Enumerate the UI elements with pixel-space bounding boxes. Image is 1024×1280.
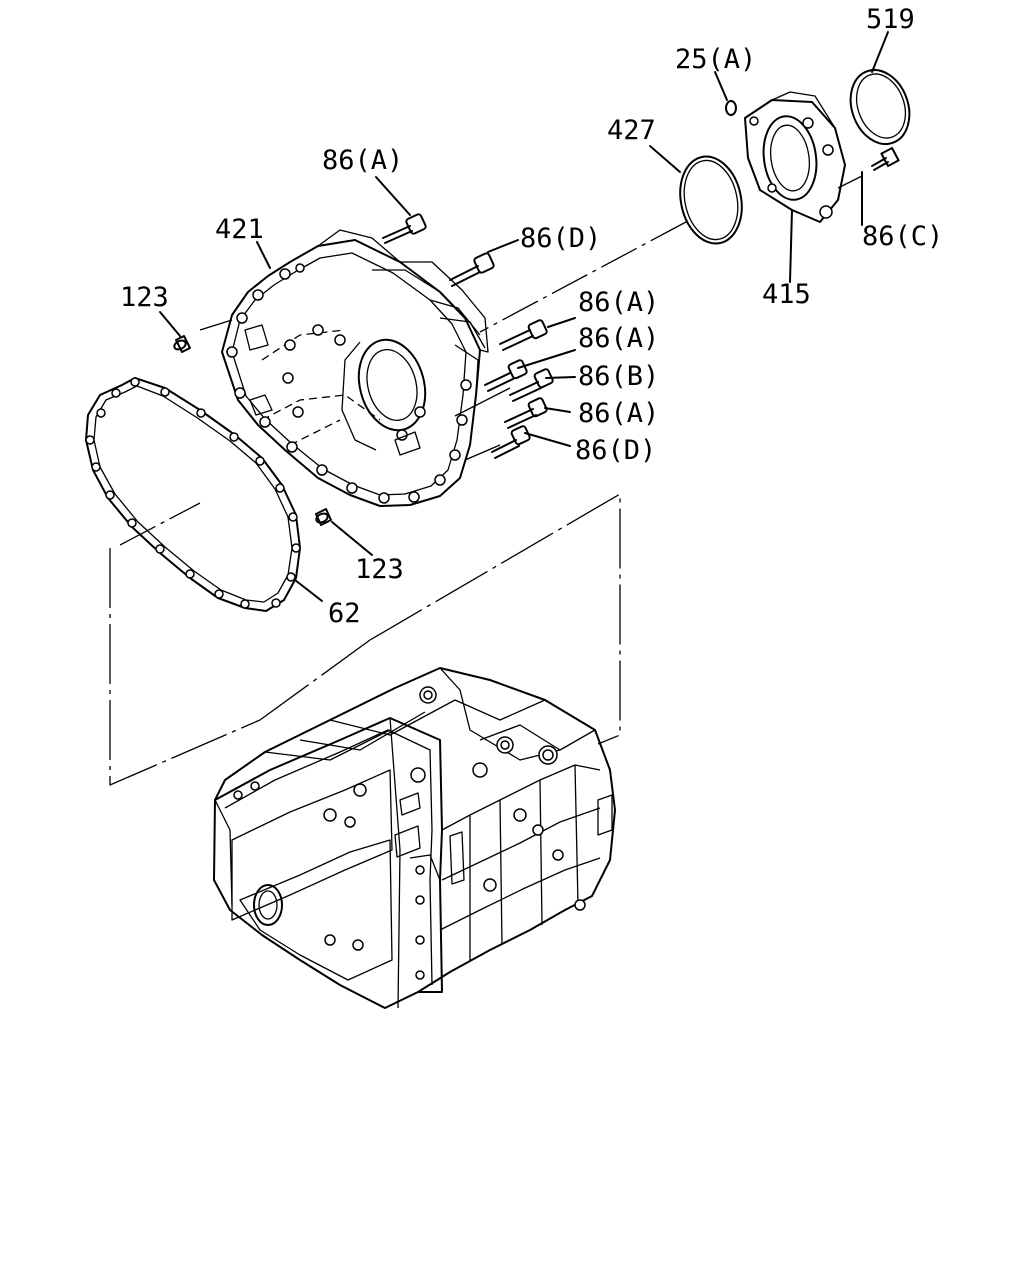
label-421: 421 bbox=[215, 214, 264, 245]
label-86a-top: 86(A) bbox=[322, 145, 403, 176]
bolt-86a-3 bbox=[504, 397, 548, 429]
label-25a: 25(A) bbox=[675, 44, 756, 75]
label-415: 415 bbox=[762, 279, 811, 310]
gasket-62 bbox=[85, 377, 301, 612]
gasket-bolt-holes bbox=[85, 377, 301, 609]
bolt-86a-1 bbox=[499, 319, 548, 351]
dowel-pin-123-bottom bbox=[315, 508, 332, 526]
dowel-pin-123-left bbox=[173, 335, 191, 353]
housing-bolt-holes bbox=[226, 263, 472, 504]
leader-lines bbox=[109, 31, 889, 786]
label-86d-2: 86(D) bbox=[575, 435, 656, 466]
seal-ring-519 bbox=[849, 69, 911, 145]
bolt-86a-2 bbox=[484, 359, 528, 392]
label-86d-top: 86(D) bbox=[520, 223, 601, 254]
label-86b: 86(B) bbox=[578, 361, 659, 392]
o-ring-25a bbox=[725, 100, 737, 116]
bolt-86c bbox=[871, 147, 900, 171]
o-ring-427 bbox=[679, 155, 743, 245]
case-bolt-holes bbox=[233, 686, 586, 980]
bolt-86d-top bbox=[449, 252, 495, 287]
bolt-86a-top bbox=[382, 213, 427, 244]
label-427: 427 bbox=[607, 115, 656, 146]
label-86c: 86(C) bbox=[862, 221, 943, 252]
clutch-housing-421 bbox=[221, 229, 489, 507]
label-62: 62 bbox=[328, 598, 361, 629]
transmission-case bbox=[213, 667, 616, 1009]
bolt-86d-2 bbox=[491, 425, 531, 459]
label-86a-2: 86(A) bbox=[578, 323, 659, 354]
label-86a-3: 86(A) bbox=[578, 398, 659, 429]
bolts bbox=[382, 213, 554, 459]
bolt-86b bbox=[509, 368, 554, 402]
label-123-bottom: 123 bbox=[355, 554, 404, 585]
part-labels: 519 25(A) 427 86(A) 421 86(D) 86(C) 415 … bbox=[120, 4, 943, 629]
label-86a-1: 86(A) bbox=[578, 287, 659, 318]
bearing-retainer-415 bbox=[744, 91, 846, 223]
label-123-left: 123 bbox=[120, 282, 169, 313]
label-519: 519 bbox=[866, 4, 915, 35]
